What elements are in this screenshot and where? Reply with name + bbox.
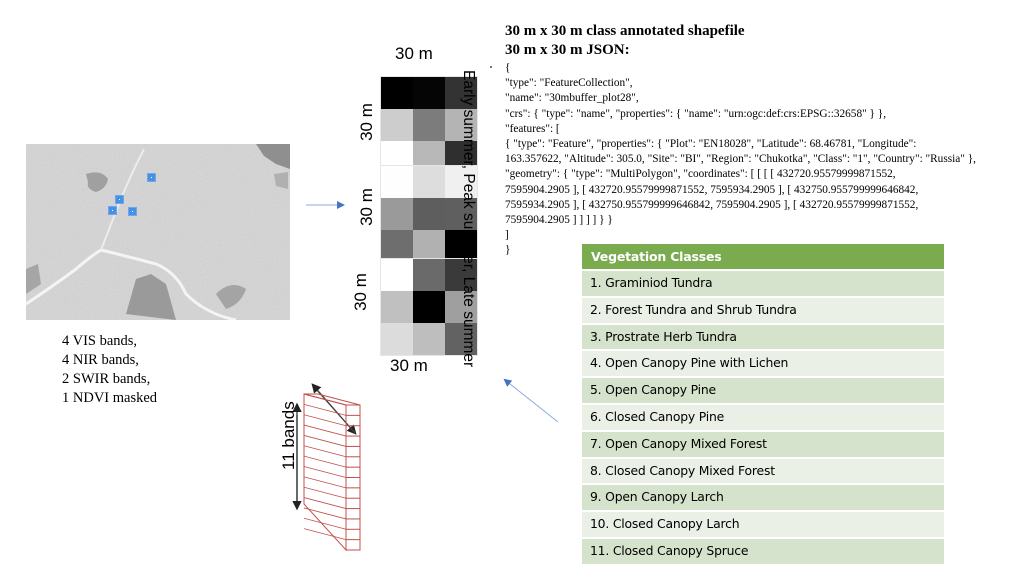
grid-top-label: 30 m (395, 44, 433, 63)
grid-side-label: 30 m (356, 103, 376, 141)
json-line: 7595904.2905 ], [ 432720.95579999871552,… (505, 183, 919, 196)
grid-pixel: #6e6e6e (381, 230, 413, 262)
grid-pixel: #9a9a9a (381, 198, 413, 230)
vegetation-class-row: 7. Open Canopy Mixed Forest (582, 431, 944, 459)
grid-pixel: #5f5f5f (445, 198, 477, 230)
band-layer-diagonal (303, 497, 347, 509)
vegetation-class-row: 11. Closed Canopy Spruce (582, 538, 944, 566)
arrow-table-to-grids (503, 378, 559, 423)
grid-side-label: 30 m (356, 188, 376, 226)
band-layer-diagonal (303, 486, 347, 499)
grid-pixel: #626262 (445, 323, 477, 355)
band-layer-diagonal (303, 445, 347, 458)
band-layer-diagonal (303, 424, 347, 437)
vegetation-class-row: 4. Open Canopy Pine with Lichen (582, 351, 944, 379)
plot-marker (148, 174, 155, 181)
grid-pixel: #b4b4b4 (445, 109, 477, 141)
grid-pixel: #050505 (413, 77, 445, 109)
band-layer-diagonal (303, 414, 347, 427)
band-line: 2 SWIR bands, (62, 371, 151, 387)
grid-pixel: #bebebe (413, 323, 445, 355)
json-line: 7595934.2905 ], [ 432750.955799999646842… (505, 198, 919, 211)
band-stack (292, 383, 361, 552)
grid-pixel: #dcdcdc (381, 323, 413, 355)
grid-pixel: #cdcdcd (381, 109, 413, 141)
grid-pixel: #6a6a6a (413, 259, 445, 291)
grid-pixel: #000000 (445, 230, 477, 262)
grid-bottom-label: 30 m (390, 356, 428, 375)
vegetation-class-row: 8. Closed Canopy Mixed Forest (582, 458, 944, 486)
band-line: 4 NIR bands, (62, 352, 139, 368)
band-line: 1 NDVI masked (62, 390, 158, 406)
grid-pixel: #5e5e5e (413, 198, 445, 230)
grid-pixel: #b1b1b1 (413, 230, 445, 262)
json-line: "name": "30mbuffer_plot28", (505, 92, 639, 105)
vegetation-class-row: 3. Prostrate Herb Tundra (582, 324, 944, 352)
json-panel: 30 m x 30 m class annotated shapefile 30… (505, 22, 1015, 259)
json-line: ] (505, 229, 509, 242)
plot-marker (129, 208, 136, 215)
vegetation-class-row: 1. Graminiod Tundra (582, 271, 944, 298)
band-layer-diagonal (303, 517, 347, 530)
json-line: "features": [ (505, 122, 560, 135)
band-layer-diagonal (303, 466, 347, 478)
band-layers (303, 393, 361, 552)
band-layer-diagonal (303, 528, 347, 541)
band-layer-diagonal (303, 476, 347, 489)
terrain-texture (26, 144, 290, 320)
grid-pixel: #000000 (381, 77, 413, 109)
vegetation-class-row: 2. Forest Tundra and Shrub Tundra (582, 297, 944, 325)
vegetation-table-header: Vegetation Classes (582, 244, 944, 271)
grid-pixel: #3a3a3a (445, 259, 477, 291)
grid-pixel: #ffffff (381, 259, 413, 291)
json-line: "type": "FeatureCollection", (505, 77, 633, 90)
depth-arrow (311, 383, 356, 434)
grid-side-label: 30 m (350, 273, 370, 311)
vegetation-class-row: 9. Open Canopy Larch (582, 485, 944, 513)
pixel-grid-peak-summer: #fefefe#dddddd#f0f0f0 #9a9a9a#5e5e5e#5f5f… (380, 165, 478, 263)
band-count-label: 11 bands (279, 401, 298, 470)
satellite-map (26, 144, 290, 320)
stack-top (303, 393, 361, 406)
grid-pixel: #f0f0f0 (445, 166, 477, 198)
json-code: { "type": "FeatureCollection", "name": "30… (505, 61, 1015, 259)
band-line: 4 VIS bands, (62, 333, 138, 349)
season-label: Early summer, Peak summer, Late summer (460, 70, 487, 367)
json-line: { "type": "Feature", "properties": { "Pl… (505, 138, 917, 151)
json-line: "geometry": { "type": "MultiPolygon", "c… (505, 168, 896, 181)
grid-pixel: #dddddd (413, 166, 445, 198)
grid-pixel: #000000 (413, 291, 445, 323)
band-layer-diagonal (303, 455, 347, 468)
json-line: 163.357622, "Altitude": 305.0, "Site": "… (505, 153, 976, 166)
json-line: 7595904.2905 ] ] ] ] } } (505, 214, 613, 227)
vegetation-class-row: 10. Closed Canopy Larch (582, 512, 944, 539)
vegetation-class-row: 6. Closed Canopy Pine (582, 404, 944, 432)
json-heading-json: 30 m x 30 m JSON: (505, 42, 630, 58)
band-description: 4 VIS bands, 4 NIR bands, 2 SWIR bands, … (62, 332, 157, 408)
grid-pixel: #9f9f9f (445, 291, 477, 323)
vegetation-class-row: 5. Open Canopy Pine (582, 378, 944, 405)
json-line: } (505, 244, 511, 257)
pixel-grid-early-summer: #000000#050505#333333 #cdcdcd#7c7c7c#b4b4… (380, 76, 478, 174)
grid-pixel: #fefefe (381, 166, 413, 198)
season-label-text: Early summer, Peak summer, Late summer (460, 70, 477, 368)
plot-marker (109, 207, 116, 214)
json-heading-shapefile: 30 m x 30 m class annotated shapefile (505, 23, 745, 39)
band-layer-diagonal (303, 435, 347, 447)
grid-pixel: #c0c0c0 (381, 291, 413, 323)
json-line: { (505, 62, 511, 74)
grid-pixel: #7c7c7c (413, 109, 445, 141)
band-layer-diagonal (303, 403, 347, 416)
pixel-grid-late-summer: #ffffff#6a6a6a#3a3a3a #c0c0c0#000000#9f9f… (380, 258, 478, 356)
plot-marker (116, 196, 123, 203)
stray-dot (490, 66, 492, 68)
grid-pixel: #333333 (445, 77, 477, 109)
json-line: "crs": { "type": "name", "properties": {… (505, 107, 887, 120)
band-layer-diagonal (303, 507, 347, 520)
